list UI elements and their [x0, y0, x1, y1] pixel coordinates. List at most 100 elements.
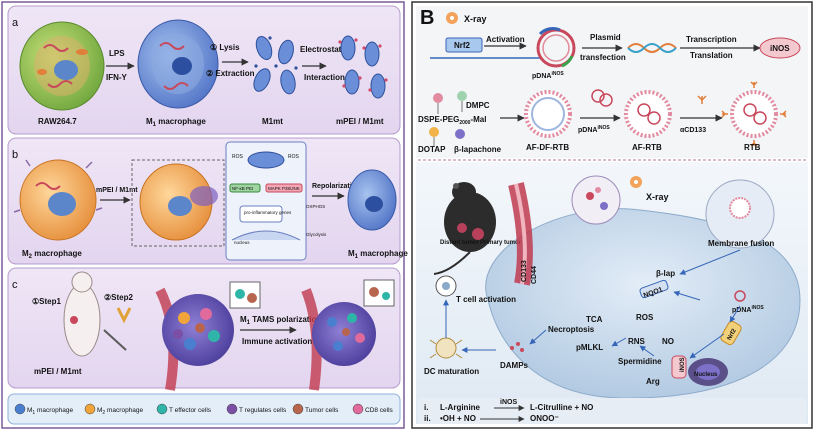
label-arg: Arg [646, 377, 660, 386]
eq2-left: •OH + NO [440, 414, 476, 423]
af-rtb-liposome [624, 90, 672, 138]
label-cd133: CD133 [521, 260, 528, 282]
label-nrf2: Nrf2 [454, 41, 471, 50]
label-arrow-mpei-b: mPEI / M1mt [96, 187, 138, 194]
label-interaction: Interaction [304, 73, 345, 82]
dna-helix-illustration [627, 43, 677, 53]
inos-pill [671, 355, 687, 379]
label-ifn: IFN-Y [106, 73, 128, 82]
oxphos-label: OXPHOS [306, 204, 325, 209]
label-afrtb: AF-RTB [632, 143, 662, 152]
subpanel-c-label: c [12, 279, 18, 291]
legend-swatch [84, 403, 96, 415]
legend-swatch [14, 403, 26, 415]
legend-label: M2 macrophage [97, 407, 144, 416]
nrf2-box [445, 37, 483, 53]
t-cell-illustration [435, 275, 457, 297]
label-transfection: transfection [580, 53, 626, 62]
legend-swatch [226, 403, 238, 415]
label-dspe: DSPE-PEG2000-Mal [418, 115, 486, 126]
mouse-injection-illustration [63, 271, 132, 357]
label-transcription: Transcription [686, 35, 737, 44]
equations: i. L-Arginine iNOS L-Citrulline + NO ii.… [418, 398, 806, 424]
inos-protein [759, 37, 801, 59]
label-activation: Activation [486, 35, 525, 44]
label-ros: ROS [636, 313, 654, 322]
m2-macrophage-illustration [13, 159, 103, 241]
eq2-right: ONOO⁻ [530, 414, 559, 423]
label-necroptosis: Necroptosis [548, 325, 595, 334]
subpanel-b-label: b [12, 149, 18, 161]
label-nrf2-bottom: Nrf2 [727, 328, 739, 342]
legend-label: T regulates cells [239, 407, 287, 414]
label-inos-top: iNOS [770, 44, 790, 53]
big-cell [485, 208, 801, 399]
m1-macrophage-b-illustration [347, 169, 397, 231]
mpei-m1mt-illustration [338, 35, 388, 99]
eq1-number: i. [424, 403, 428, 412]
label-m2-macrophage-b: M2 macrophage [22, 249, 82, 260]
blood-vessel-illustration [508, 182, 533, 286]
eq1-left: L-Arginine [440, 403, 481, 412]
subpanel-a-label: a [12, 17, 19, 29]
mechanism-inset: ROS ROS NF-κB PEI MAPK P38/JNK pro-infla… [225, 141, 307, 261]
label-pdna-top: pDNAiNOS [532, 71, 564, 80]
ros-label-1: ROS [232, 154, 244, 160]
panel-a: A a RAW264.7 LPS IFN-Y [1, 1, 408, 429]
antibody-icon [697, 95, 707, 104]
raw264-cell-illustration [19, 21, 105, 111]
equations-bg [418, 398, 806, 424]
label-pdna-bottom: pDNAiNOS [732, 305, 764, 314]
label-dmpc: DMPC [466, 101, 490, 110]
label-mpei-m1mt: mPEI / M1mt [336, 117, 384, 126]
pdna-small-2 [734, 290, 746, 302]
mouse-illustration [433, 182, 496, 275]
legend-label: M1 macrophage [27, 407, 74, 416]
label-blap: β-lapachone [454, 145, 502, 154]
proinflam-label: pro-inflammatory genes [244, 210, 292, 215]
legend-swatch [156, 403, 168, 415]
label-membrane-fusion: Membrane fusion [708, 239, 774, 248]
label-cd44: CD44 [531, 266, 538, 284]
afdf-rtb-liposome [524, 90, 572, 138]
tams-inset-illustration [229, 281, 261, 309]
mechanism-box [225, 141, 307, 261]
tumor-before-illustration [155, 287, 234, 391]
legend-bg [7, 393, 401, 425]
subpanel-a: a RAW264.7 LPS IFN-Y [7, 5, 401, 135]
damps-illustration [510, 342, 524, 352]
label-dotap: DOTAP [418, 145, 446, 154]
label-blap2: β-lap [656, 269, 675, 278]
legend-swatch [292, 403, 304, 415]
label-step1: ①Step1 [32, 297, 62, 306]
treated-macrophage-illustration [131, 159, 225, 247]
label-no: NO [662, 337, 674, 346]
ros-label-2: ROS [288, 154, 300, 160]
label-mpei-c: mPEI / M1mt [34, 367, 82, 376]
label-step2: ②Step2 [104, 293, 134, 302]
label-pmlkl: pMLKL [576, 343, 603, 352]
legend-label: Tumor cells [305, 407, 339, 414]
panel-b-letter: B [420, 7, 434, 29]
legend-swatch [352, 403, 364, 415]
label-nucleus-bottom: Nucleus [694, 372, 718, 378]
mapk-label: MAPK P38/JNK [268, 186, 300, 191]
label-m1-macrophage: M1 macrophage [146, 117, 206, 128]
label-extraction: ② Extraction [206, 69, 255, 78]
plasmid-illustration [536, 27, 576, 68]
label-m1-macrophage-b: M1 macrophage [348, 249, 408, 260]
label-dc-maturation: DC maturation [424, 367, 479, 376]
nqo1-box [639, 279, 669, 299]
xray-icon-2 [630, 176, 642, 188]
label-primary-tumor: Primary tumor [480, 240, 522, 246]
eq1-right: L-Citrulline + NO [530, 403, 593, 412]
rtb-liposome [721, 81, 787, 147]
tumor-after-illustration [301, 279, 395, 391]
label-pdna-mid: pDNAiNOS [578, 125, 610, 134]
label-tca: TCA [586, 315, 603, 324]
xray-icon [446, 12, 458, 24]
eq2-number: ii. [424, 414, 431, 423]
label-xray-bottom: X-ray [646, 192, 669, 202]
label-repolarization: Repolarization [312, 183, 360, 190]
nucleus-label-b: nucleus [234, 240, 250, 245]
